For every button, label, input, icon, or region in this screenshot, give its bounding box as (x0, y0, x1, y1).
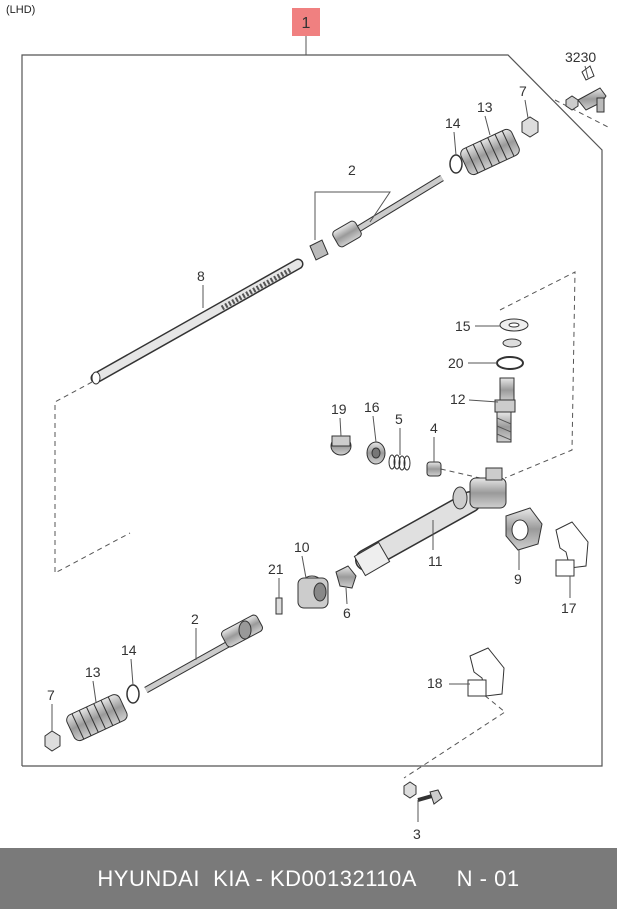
callout-bush-6: 6 (343, 605, 351, 621)
bush-6[interactable] (335, 565, 357, 589)
callout-bush-10: 10 (294, 539, 310, 555)
leader-13-lower (92, 680, 97, 703)
mount-9[interactable] (505, 507, 543, 551)
callout-assembly: 1 (302, 15, 311, 32)
callout-spring: 5 (395, 411, 403, 427)
callout-box-assembly[interactable] (292, 8, 320, 36)
bolt[interactable] (403, 781, 443, 805)
callout-bracket-18: 18 (427, 675, 443, 691)
callout-seal-15: 15 (455, 318, 471, 334)
leader-2-upper (314, 191, 391, 240)
callout-clip-upper: 14 (445, 115, 461, 131)
callout-rack: 8 (197, 268, 205, 284)
spring[interactable] (388, 454, 411, 471)
callout-seal-20: 20 (448, 355, 464, 371)
steering-gear-exploded-diagram: 1 3230 7 13 14 2 (21, 8, 611, 779)
leader-3230 (584, 65, 589, 79)
callout-yoke-nut: 16 (364, 399, 380, 415)
callout-lock-nut-lower: 7 (47, 687, 55, 703)
bracket-17[interactable] (555, 521, 589, 577)
footer-bar: HYUNDAI KIA - KD00132110A N - 01 (0, 848, 617, 909)
footer-page: N - 01 (456, 865, 520, 891)
leader-16 (372, 415, 377, 443)
tie-rod-lower[interactable] (144, 614, 264, 694)
leader-6 (345, 587, 348, 605)
tie-rod-upper[interactable] (309, 175, 444, 261)
callout-tie-rod-upper: 2 (348, 162, 356, 178)
leader-12 (468, 399, 499, 403)
leader-14-lower (130, 658, 134, 686)
housing[interactable] (353, 467, 507, 577)
leader-10 (301, 555, 307, 579)
callout-pin: 21 (268, 561, 284, 577)
variant-label: (LHD) (6, 4, 36, 16)
leader-19 (339, 417, 342, 437)
boot-lower[interactable] (65, 693, 129, 743)
callout-lock-nut-upper: 7 (519, 83, 527, 99)
leader-7-upper (524, 99, 529, 119)
leader-13-upper (484, 115, 491, 136)
callout-pinion: 12 (450, 391, 466, 407)
tie-rod-end-upper[interactable] (565, 65, 607, 113)
rack[interactable] (90, 258, 304, 385)
footer-brand: HYUNDAI KIA - KD00132110A (97, 865, 417, 891)
bush-10[interactable] (297, 575, 329, 609)
callout-yoke: 4 (430, 420, 438, 436)
washer[interactable] (502, 338, 522, 348)
phantom-lines (54, 99, 611, 779)
callout-boot-lower: 13 (85, 664, 101, 680)
callout-bolt: 3 (413, 826, 421, 842)
callout-bracket-17: 17 (561, 600, 577, 616)
callout-mount-9: 9 (514, 571, 522, 587)
callout-tie-rod-lower: 2 (191, 611, 199, 627)
bolt-layer: 3 (403, 781, 443, 842)
leader-14-upper (453, 131, 457, 156)
lock-nut-upper[interactable] (521, 116, 539, 138)
boot-upper[interactable] (459, 127, 522, 176)
callout-clip-lower: 14 (121, 642, 137, 658)
bracket-18[interactable] (467, 647, 505, 697)
callout-housing: 11 (428, 553, 443, 569)
assembly-frame (21, 54, 603, 767)
pinion[interactable] (494, 377, 516, 443)
footer-spacer (417, 866, 457, 892)
callout-tie-rod-end-upper: 3230 (565, 49, 596, 65)
callout-boot-upper: 13 (477, 99, 493, 115)
callout-plug: 19 (331, 401, 347, 417)
